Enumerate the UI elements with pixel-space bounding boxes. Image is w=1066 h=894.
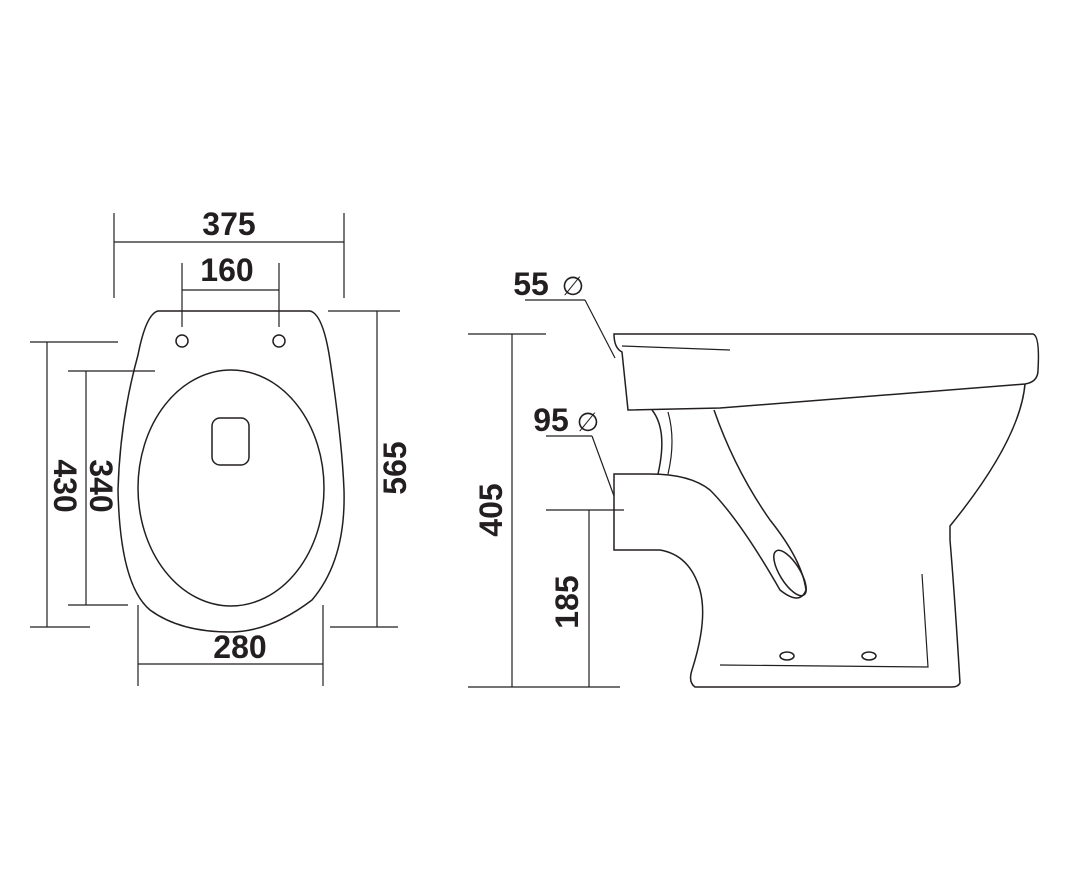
dim-160-label: 160 — [200, 252, 253, 288]
dim-340-label: 340 — [83, 459, 119, 512]
body-front — [613, 383, 1026, 688]
side-view: 55 ∅ 95 ∅ 405 185 — [468, 266, 1040, 688]
siphon-slot — [773, 549, 807, 597]
base-hole-right — [861, 651, 877, 661]
hinge-hole-right — [272, 334, 286, 348]
trap-curve — [649, 409, 807, 599]
trap-neck-left — [651, 409, 663, 475]
rim-inner-line — [621, 345, 731, 351]
dim-185-label: 185 — [549, 575, 585, 628]
dim-55-diameter-symbol: ∅ — [562, 271, 585, 301]
dim-55-leader — [584, 299, 616, 359]
dim-280-label: 280 — [213, 629, 266, 665]
dim-95-label: 95 — [533, 402, 569, 438]
trap-neck-right — [667, 411, 673, 475]
top-view: 375 160 280 430 340 565 — [30, 206, 413, 686]
dim-430-label: 430 — [47, 459, 83, 512]
dim-405-label: 405 — [473, 483, 509, 536]
bowl-opening — [137, 369, 325, 607]
seat-outline — [117, 310, 345, 633]
dim-375-label: 375 — [202, 206, 255, 242]
hinge-hole-left — [175, 334, 189, 348]
drain-outlet — [211, 417, 250, 466]
bowl-rim — [613, 333, 1040, 411]
dim-95-diameter-symbol: ∅ — [577, 407, 600, 437]
dim-565-label: 565 — [377, 441, 413, 494]
base-inner-line — [719, 573, 929, 668]
dim-55-label: 55 — [513, 266, 549, 302]
dim-95-leader — [591, 435, 615, 497]
base-hole-left — [779, 651, 795, 661]
